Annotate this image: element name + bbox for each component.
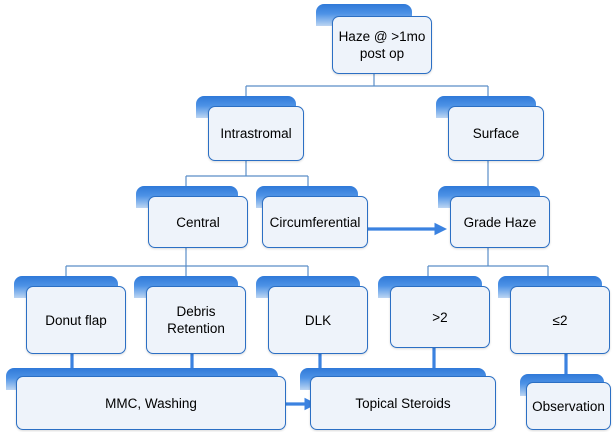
node-dlk: DLK <box>256 276 368 354</box>
node-grade-haze: Grade Haze <box>438 186 550 248</box>
node-gt2-label: >2 <box>432 309 448 325</box>
node-root: Haze @ >1mo post op <box>316 4 432 74</box>
node-mmc-washing-label: MMC, Washing <box>105 395 197 411</box>
node-mmc-washing: MMC, Washing <box>6 368 286 430</box>
node-dlk-label: DLK <box>304 312 332 328</box>
node-grade-haze-label: Grade Haze <box>463 214 537 230</box>
node-surface-label: Surface <box>472 126 520 141</box>
node-root-label: Haze @ >1mo post op <box>338 29 426 61</box>
node-donut-flap-label: Donut flap <box>45 312 107 328</box>
node-circumferential: Circumferential <box>256 186 368 248</box>
node-donut-flap: Donut flap <box>14 276 126 354</box>
node-intrastromal-label: Intrastromal <box>220 126 292 141</box>
node-topical-steroids: Topical Steroids <box>300 368 496 430</box>
node-le2: ≤2 <box>498 276 610 354</box>
node-le2-label: ≤2 <box>552 312 568 328</box>
node-central: Central <box>136 186 248 248</box>
node-debris-retention: Debris Retention <box>134 276 246 354</box>
node-central-label: Central <box>176 214 220 230</box>
node-surface: Surface <box>436 96 544 161</box>
node-observation-label: Observation <box>532 398 605 414</box>
node-intrastromal: Intrastromal <box>196 96 304 161</box>
node-debris-retention-label: Debris Retention <box>167 304 225 336</box>
node-observation: Observation <box>520 374 611 430</box>
node-circumferential-label: Circumferential <box>269 214 361 230</box>
node-gt2: >2 <box>378 276 490 348</box>
node-topical-steroids-label: Topical Steroids <box>355 395 451 411</box>
